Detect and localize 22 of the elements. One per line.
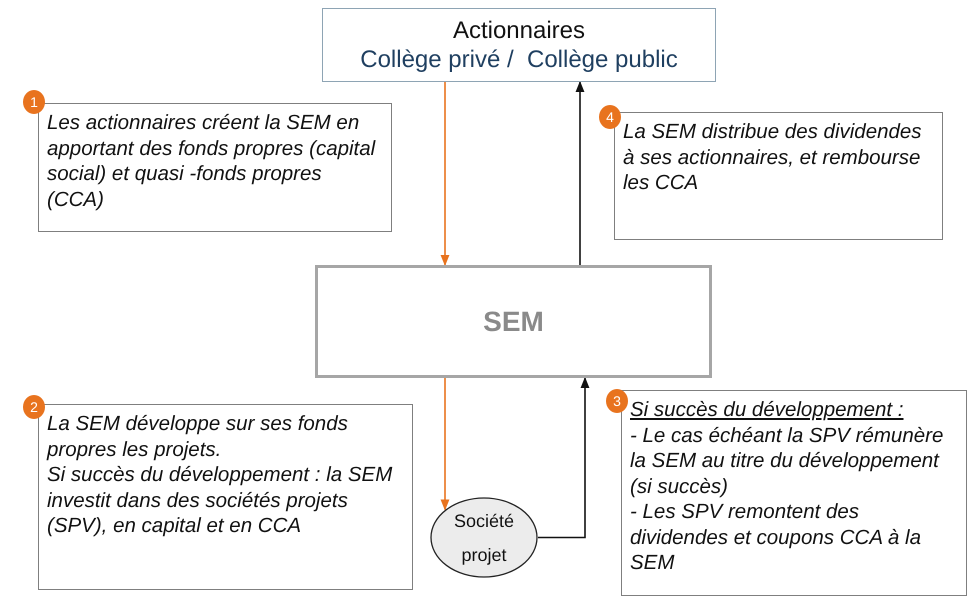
note-text: Si succès du développement : la SEM investit dans des sociétés projets (SPV), en capital et en CCA — [47, 462, 394, 538]
note-text: - Le cas échéant la SPV rémunère la SEM au titre du développement (si succès) — [630, 422, 944, 499]
note-text: Les actionnaires créent la SEM en apportant des fonds propres (capital social) et quasi -fonds propres (CCA) — [47, 110, 377, 212]
project-company-ellipse — [430, 497, 538, 578]
node-label: Société projet — [452, 510, 516, 567]
step-number: 2 — [23, 395, 45, 419]
step-number: 3 — [606, 389, 628, 413]
note-text: Si succès du développement : — [630, 397, 904, 422]
step-number: 4 — [599, 105, 621, 129]
entity-box — [315, 265, 712, 378]
step-number: 1 — [23, 90, 45, 114]
title-text: Actionnaires — [452, 17, 586, 45]
arrow — [440, 82, 450, 266]
note-text: - Les SPV remontent des dividendes et coupons CCA à la SEM — [630, 499, 922, 576]
arrow — [440, 378, 450, 511]
note-text: La SEM distribue des dividendes à ses actionnaires, et rembourse les CCA — [623, 119, 923, 196]
shareholders-box — [322, 8, 716, 82]
note-text: La SEM développe sur ses fonds propres les projets. — [47, 411, 349, 462]
subtitle-text: Collège privé / Collège public — [359, 45, 679, 75]
arrow — [576, 80, 584, 265]
node-label: SEM — [483, 306, 544, 338]
arrow — [538, 376, 590, 538]
